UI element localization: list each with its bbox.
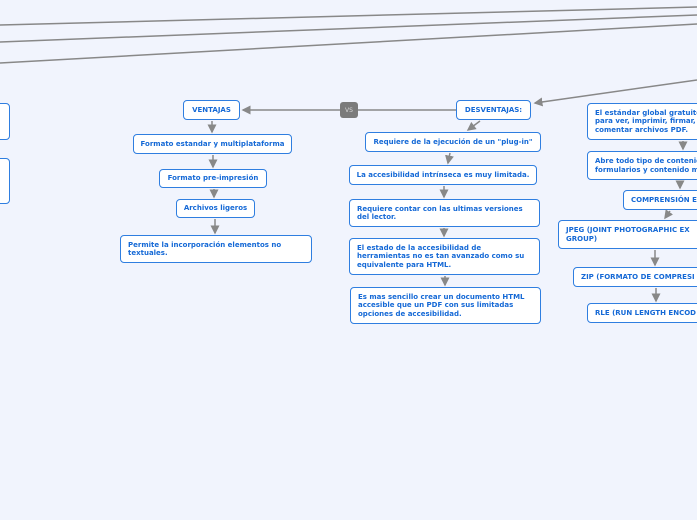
right-item[interactable]: COMPRENSIÓN E bbox=[623, 190, 697, 210]
offscreen-node-1[interactable] bbox=[0, 103, 10, 140]
desventajas-item[interactable]: La accesibilidad intrínseca es muy limit… bbox=[349, 165, 537, 185]
right-item[interactable]: Abre todo tipo de contenido formularios … bbox=[587, 151, 697, 180]
desventajas-item[interactable]: Requiere de la ejecución de un "plug-in" bbox=[365, 132, 541, 152]
ventajas-item[interactable]: Formato estandar y multiplataforma bbox=[133, 134, 292, 154]
right-item[interactable]: RLE (RUN LENGTH ENCOD bbox=[587, 303, 697, 323]
ventajas-item[interactable]: Formato pre-impresión bbox=[159, 169, 267, 188]
right-item[interactable]: ZIP (FORMATO DE COMPRESI bbox=[573, 267, 697, 287]
right-item[interactable]: El estándar global gratuito para ver, im… bbox=[587, 103, 697, 140]
desventajas-item[interactable]: Es mas sencillo crear un documento HTML … bbox=[350, 287, 541, 324]
ventajas-item[interactable]: Archivos ligeros bbox=[176, 199, 255, 218]
right-item[interactable]: JPEG (JOINT PHOTOGRAPHIC EX GROUP) bbox=[558, 220, 697, 249]
desventajas-item[interactable]: El estado de la accesibilidad de herrami… bbox=[349, 238, 540, 275]
vs-connector-badge: VS bbox=[340, 102, 358, 118]
offscreen-node-2[interactable] bbox=[0, 158, 10, 204]
ventajas-node[interactable]: VENTAJAS bbox=[183, 100, 240, 120]
desventajas-node[interactable]: DESVENTAJAS: bbox=[456, 100, 531, 120]
ventajas-item[interactable]: Permite la incorporación elementos no te… bbox=[120, 235, 312, 263]
desventajas-item[interactable]: Requiere contar con las ultimas versione… bbox=[349, 199, 540, 227]
